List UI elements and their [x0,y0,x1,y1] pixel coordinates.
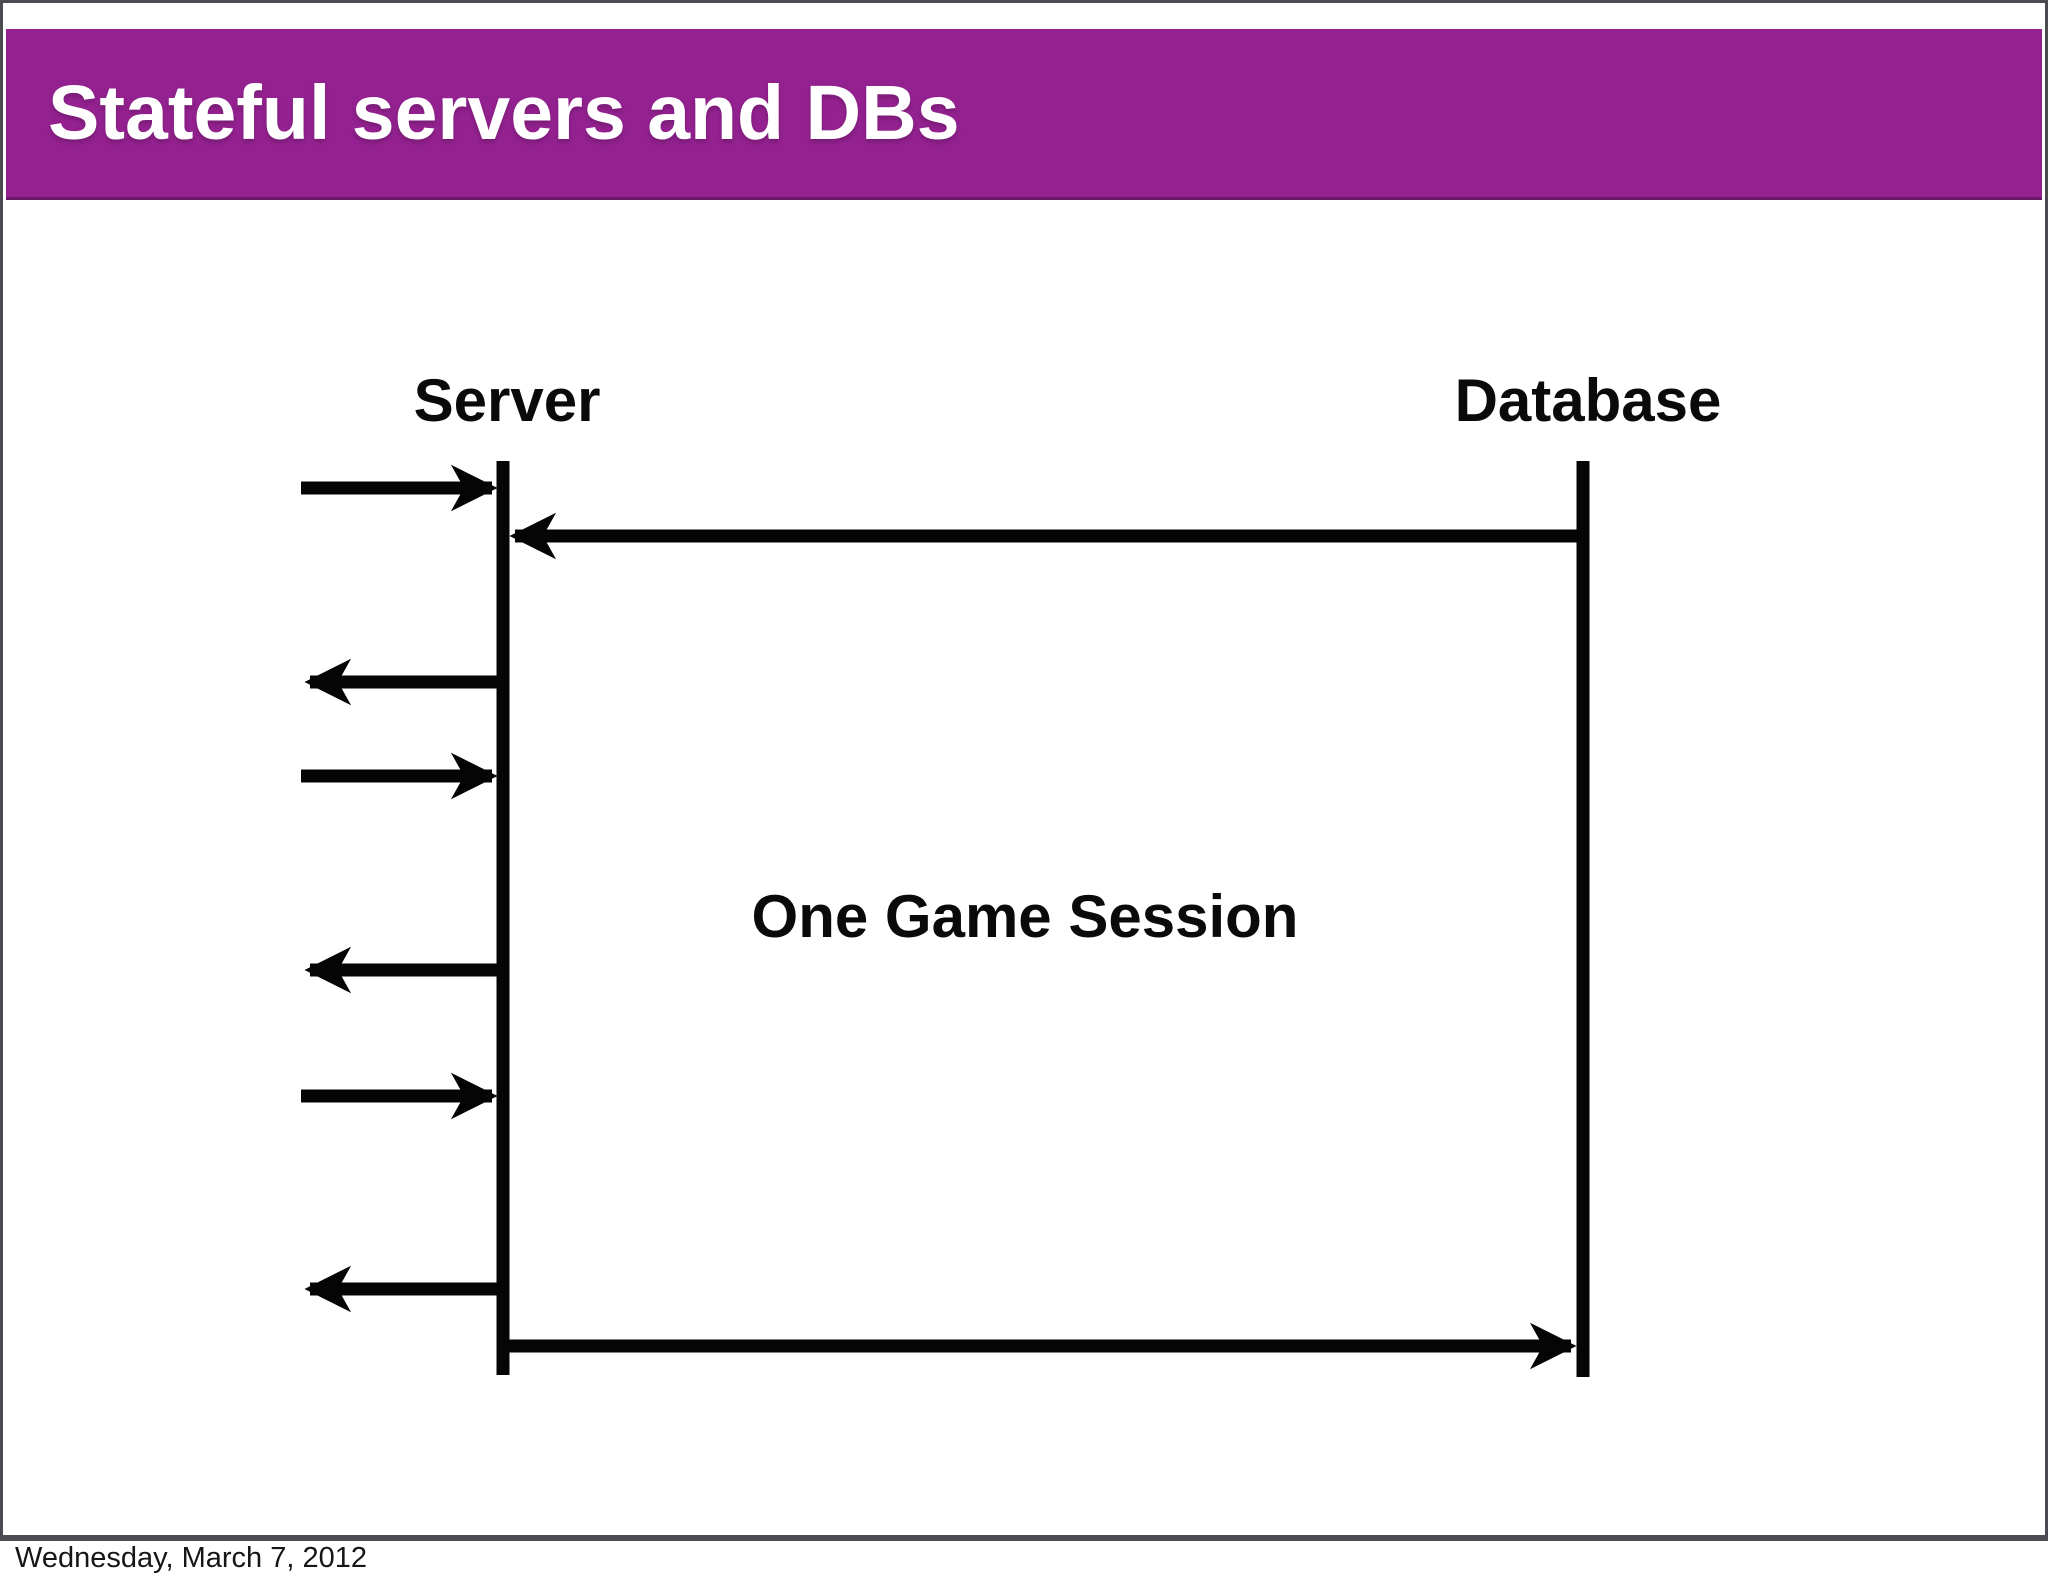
slide-title: Stateful servers and DBs [48,69,960,156]
sequence-diagram [301,461,1590,1377]
database-actor-label: Database [1454,367,1722,434]
slide: Stateful servers and DBs Server Database… [0,0,2048,1541]
footer-date: Wednesday, March 7, 2012 [15,1542,367,1574]
server-actor-label: Server [413,367,601,434]
session-annotation: One Game Session [751,883,1299,950]
title-bar: Stateful servers and DBs [6,29,2042,200]
